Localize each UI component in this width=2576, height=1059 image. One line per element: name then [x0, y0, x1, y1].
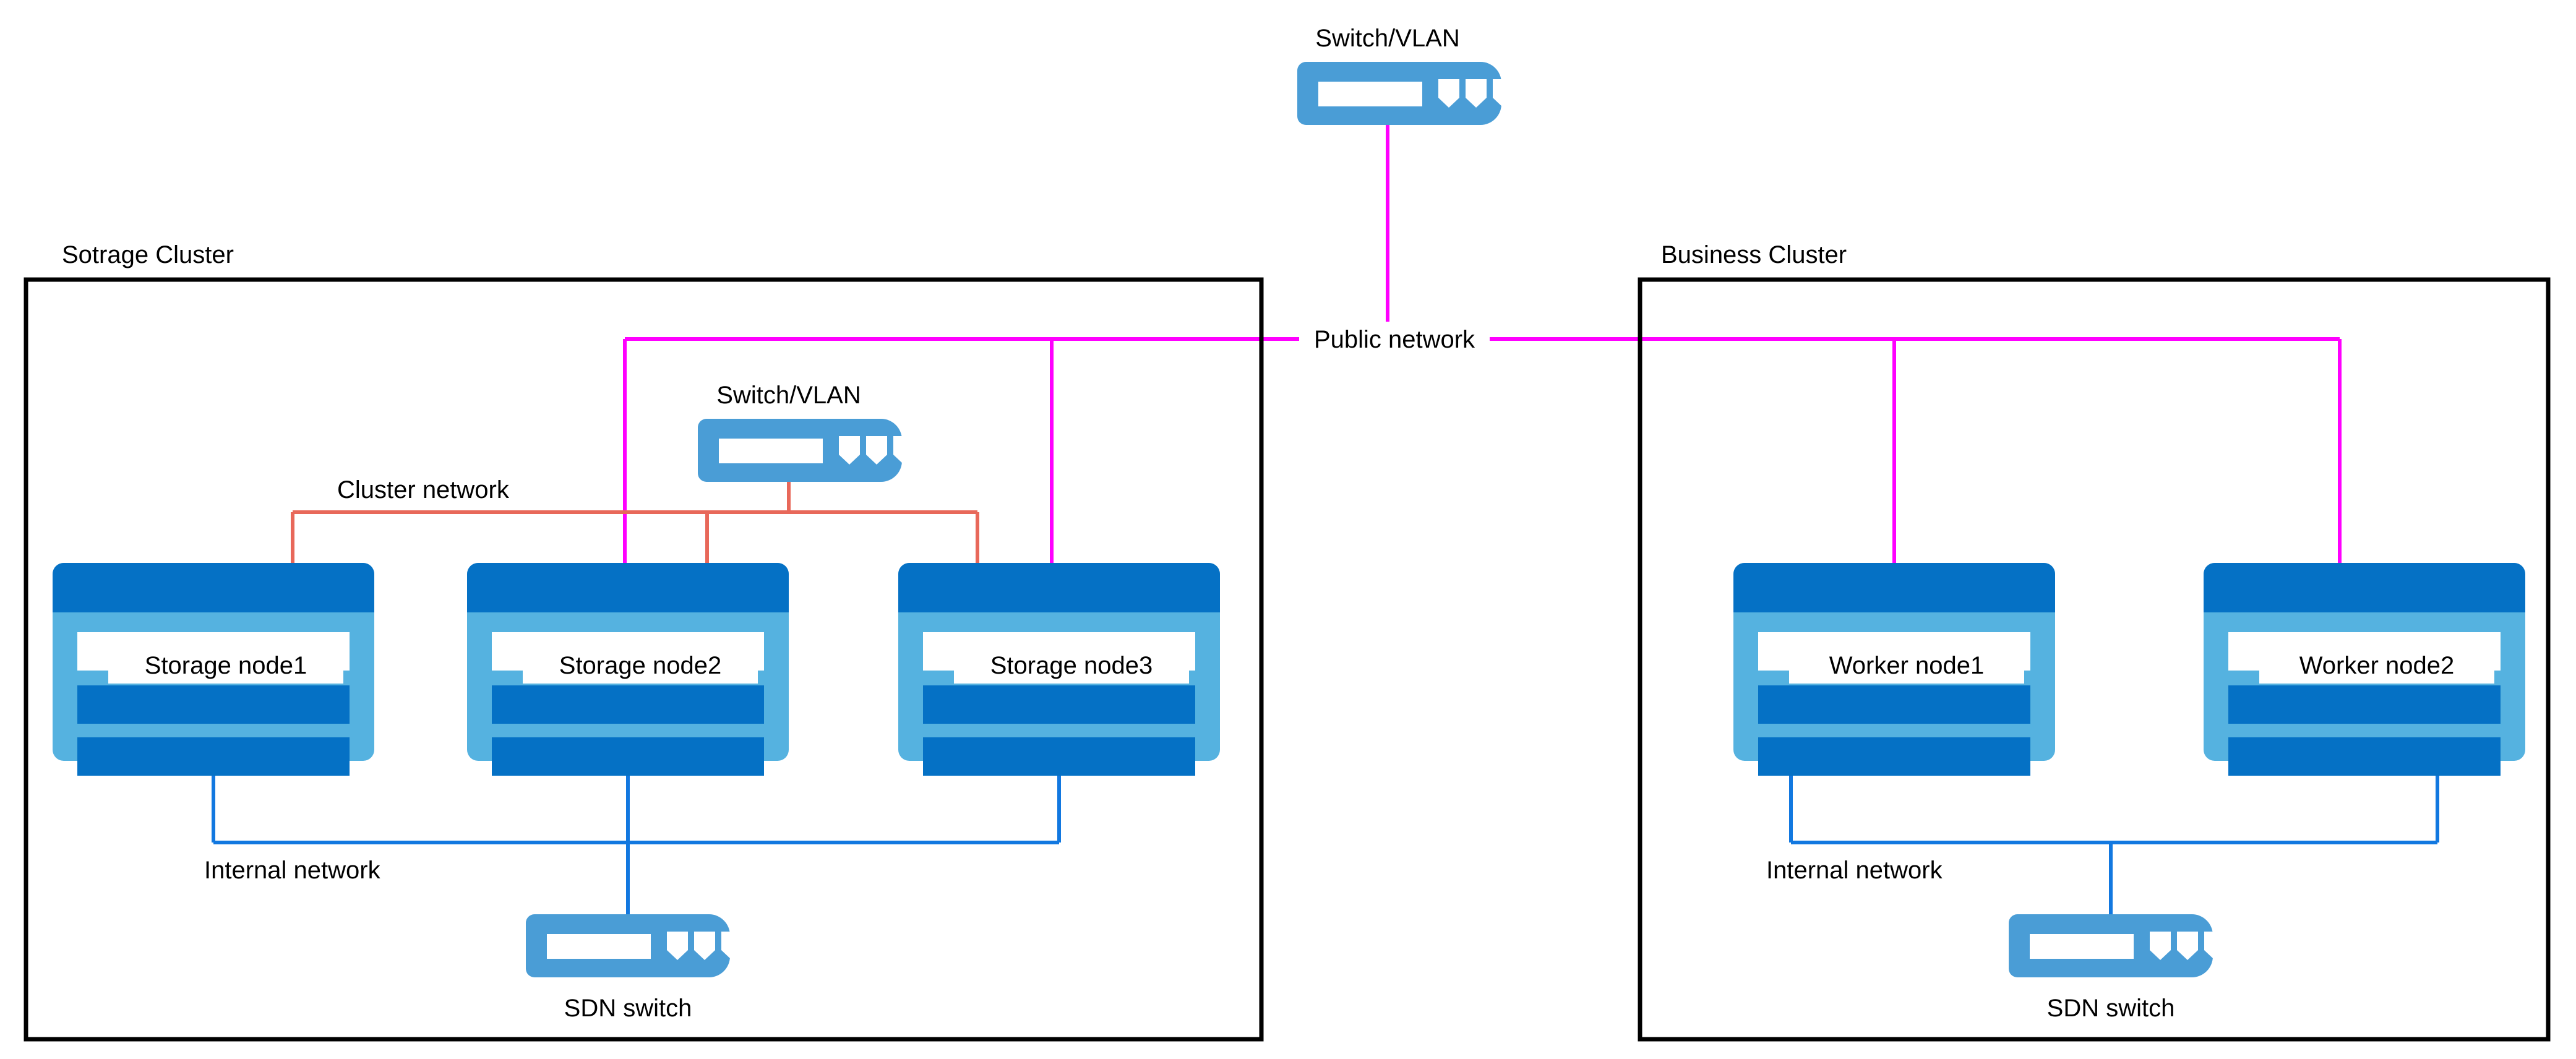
storage-node2-label: Storage node2 — [559, 652, 721, 679]
storage-cluster-title: Sotrage Cluster — [62, 241, 234, 268]
storage-node2-label-bg — [523, 648, 758, 684]
worker-node2[interactable] — [2204, 563, 2525, 776]
storage-node3[interactable] — [898, 563, 1220, 776]
sdn-switch-label-storage: SDN switch — [564, 995, 692, 1022]
public-network-label: Public network — [1314, 326, 1475, 353]
storage-node3-label: Storage node3 — [990, 652, 1153, 679]
storage-node1-label-bg — [108, 648, 343, 684]
internal-network-label-business: Internal network — [1766, 857, 1943, 884]
switch-vlan-icon-storage[interactable] — [698, 419, 914, 482]
storage-node3-label-bg — [954, 648, 1189, 684]
storage-cluster-boundary — [24, 277, 1264, 1042]
cluster-network-label: Cluster network — [337, 476, 510, 504]
sdn-switch-icon-business[interactable] — [2009, 914, 2225, 977]
worker-node1-label-bg — [1789, 648, 2024, 684]
sdn-switch-label-business: SDN switch — [2047, 995, 2175, 1022]
business-cluster-title: Business Cluster — [1661, 241, 1847, 268]
business-cluster-boundary — [1638, 277, 2551, 1042]
storage-node2[interactable] — [467, 563, 789, 776]
worker-node1-label: Worker node1 — [1829, 652, 1985, 679]
switch-vlan-icon-top[interactable] — [1297, 62, 1514, 125]
storage-node1-label: Storage node1 — [145, 652, 307, 679]
storage-node1[interactable] — [53, 563, 374, 776]
worker-node2-label: Worker node2 — [2299, 652, 2455, 679]
storage-switch-label: Switch/VLAN — [716, 382, 861, 409]
internal-network-label-storage: Internal network — [204, 857, 381, 884]
public-network-label-bg — [1299, 322, 1490, 356]
worker-node2-label-bg — [2259, 648, 2494, 684]
sdn-switch-icon-storage[interactable] — [526, 914, 742, 977]
worker-node1[interactable] — [1733, 563, 2055, 776]
top-switch-label: Switch/VLAN — [1315, 25, 1459, 52]
